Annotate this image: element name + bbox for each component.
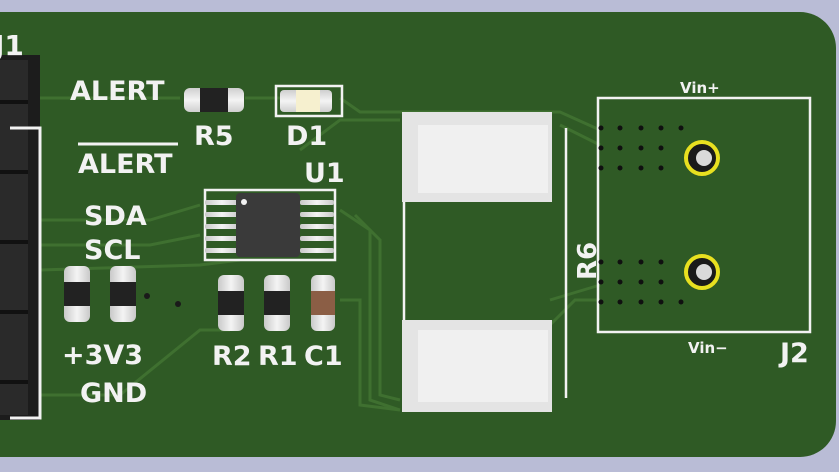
vin-minus-label: Vin− — [688, 339, 728, 357]
j1-label: J1 — [0, 29, 24, 62]
r5-resistor — [184, 88, 244, 112]
via-array-bottom — [598, 259, 684, 305]
via-array-top — [598, 125, 684, 171]
j2-terminal — [596, 96, 812, 334]
j2-pad-bottom — [684, 254, 720, 290]
c1-label: C1 — [304, 341, 343, 372]
scl-label: SCL — [84, 235, 140, 266]
d1-label: D1 — [286, 121, 327, 152]
copper-traces — [39, 96, 601, 412]
resistor-left-b — [110, 266, 136, 322]
j2-pad-top — [684, 140, 720, 176]
d1-led — [274, 84, 344, 118]
j2-label: J2 — [778, 338, 809, 369]
resistor-left-a — [64, 266, 90, 322]
r1-label: R1 — [258, 341, 298, 372]
r6-label: R6 — [573, 242, 603, 280]
u1-ic — [203, 188, 337, 262]
u1-label: U1 — [304, 158, 345, 189]
sda-label: SDA — [84, 201, 147, 232]
r6-shunt — [402, 112, 568, 412]
vias — [144, 293, 181, 307]
alert-label: ALERT — [70, 76, 165, 107]
alert-inverted-label: ALERT — [78, 149, 173, 180]
pcb-board — [0, 12, 836, 457]
gnd-label: GND — [80, 378, 147, 409]
c1-capacitor — [311, 275, 335, 331]
j1-connector — [0, 55, 42, 420]
r2-label: R2 — [212, 341, 252, 372]
vin-plus-label: Vin+ — [680, 79, 720, 97]
r1-resistor — [264, 275, 290, 331]
r5-label: R5 — [194, 121, 234, 152]
v3-label: +3V3 — [62, 340, 143, 371]
r2-resistor — [218, 275, 244, 331]
